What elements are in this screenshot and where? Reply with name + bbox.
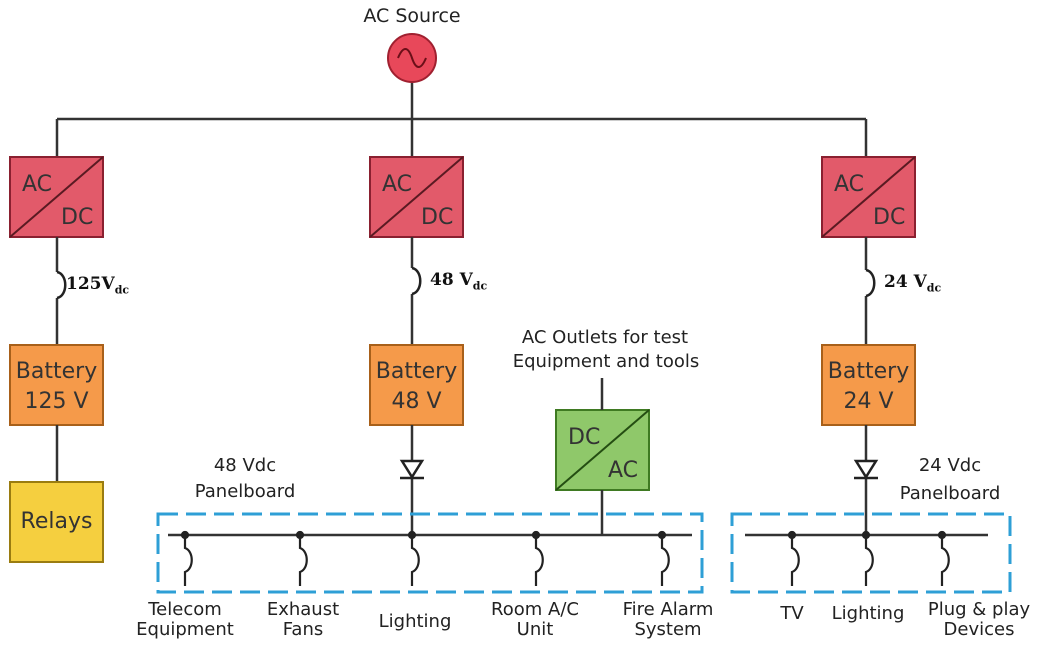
breaker-125-label: 125Vdc bbox=[66, 274, 130, 297]
diode-24-icon bbox=[853, 459, 879, 480]
relays-label: Relays bbox=[20, 509, 93, 534]
inverter-box bbox=[555, 409, 650, 491]
battery-48 bbox=[369, 344, 464, 426]
panelboard-24-line2: Panelboard bbox=[899, 483, 1001, 504]
battery-125 bbox=[9, 344, 104, 426]
converter-3-bottom: DC bbox=[873, 205, 906, 230]
converter-1-top: AC bbox=[22, 172, 53, 197]
load-24-lighting: Lighting bbox=[831, 603, 905, 624]
inverter-caption-line2: Equipment and tools bbox=[512, 351, 700, 372]
battery-48-line2: 48 V bbox=[391, 389, 442, 414]
load-24-tv: TV bbox=[780, 603, 804, 624]
converter-2-bottom: DC bbox=[421, 205, 454, 230]
battery-125-line1: Battery bbox=[15, 359, 98, 384]
inverter-bottom: AC bbox=[608, 458, 639, 483]
converter-1-bottom: DC bbox=[61, 205, 94, 230]
ac-source-label: AC Source bbox=[363, 5, 461, 27]
branch-breakers-48 bbox=[180, 530, 670, 586]
battery-feeders bbox=[55, 425, 868, 535]
breaker-125-icon bbox=[56, 270, 67, 300]
panelboard-24-border bbox=[730, 512, 1012, 594]
panelboard-48-line1: 48 Vdc bbox=[213, 455, 277, 476]
branch-breakers-24 bbox=[787, 530, 950, 586]
converter-2 bbox=[369, 156, 464, 238]
diode-48-icon bbox=[399, 459, 425, 480]
relays-box bbox=[9, 481, 104, 563]
inverter-caption-line1: AC Outlets for test bbox=[521, 327, 689, 348]
panelboard-48-line2: Panelboard bbox=[194, 481, 296, 502]
panelboard-24-line1: 24 Vdc bbox=[918, 455, 982, 476]
battery-125-line2: 125 V bbox=[24, 389, 89, 414]
feeders bbox=[55, 237, 868, 345]
battery-48-line1: Battery bbox=[375, 359, 458, 384]
converter-2-top: AC bbox=[382, 172, 413, 197]
converter-3 bbox=[821, 156, 916, 238]
inverter-top: DC bbox=[568, 425, 601, 450]
breaker-48-icon bbox=[411, 266, 422, 296]
battery-24 bbox=[821, 344, 916, 426]
load-48-lighting: Lighting bbox=[378, 611, 452, 632]
battery-24-line1: Battery bbox=[827, 359, 910, 384]
converter-1 bbox=[9, 156, 104, 238]
ac-source-icon bbox=[387, 33, 437, 83]
panelboard-48-border bbox=[156, 512, 704, 594]
converter-3-top: AC bbox=[834, 172, 865, 197]
breaker-24-label: 24 Vdc bbox=[884, 272, 942, 295]
breaker-48-label: 48 Vdc bbox=[430, 270, 488, 293]
battery-24-line2: 24 V bbox=[843, 389, 894, 414]
breaker-24-icon bbox=[865, 268, 876, 298]
ac-bus bbox=[55, 82, 868, 157]
